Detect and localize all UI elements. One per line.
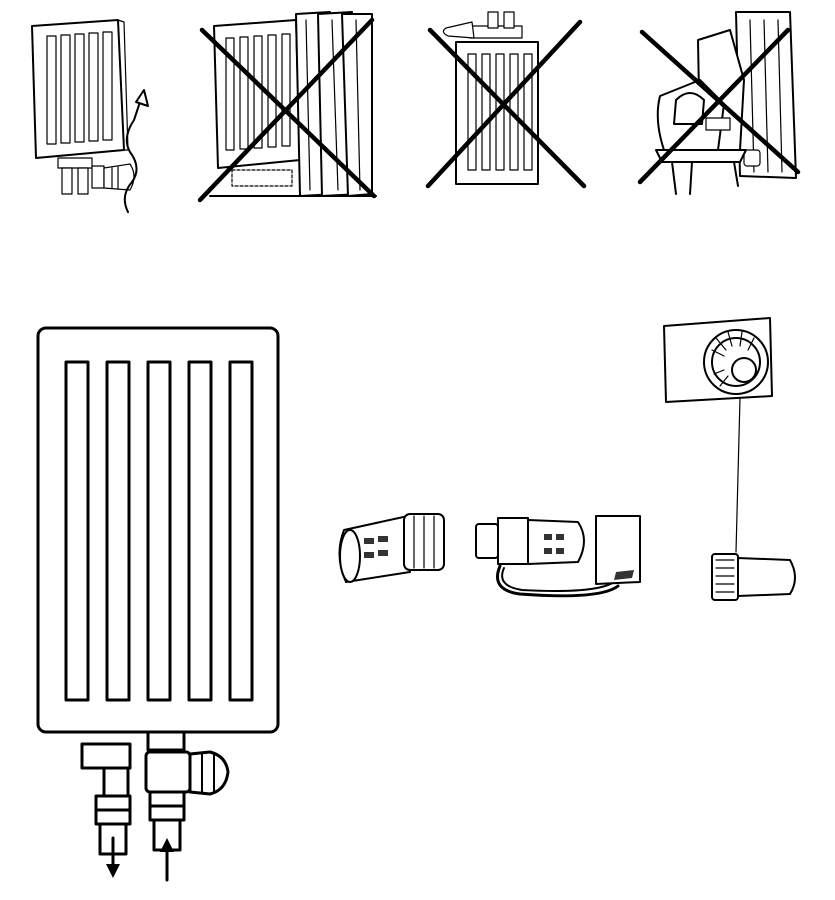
panel-correct-mounting bbox=[31, 19, 149, 213]
flow-arrow-in bbox=[160, 838, 174, 882]
sensor-head-built-in bbox=[338, 513, 445, 583]
panel-behind-curtain bbox=[197, 11, 377, 203]
panel-above-radiator bbox=[425, 11, 587, 189]
warm-air-arrow bbox=[123, 95, 143, 213]
setpoint-dial bbox=[703, 329, 769, 395]
remote-setpoint-adjuster bbox=[663, 317, 796, 601]
cross-mark bbox=[637, 27, 801, 185]
valve-on-top bbox=[442, 11, 523, 39]
valve-with-sensor-head bbox=[57, 157, 135, 195]
valve-actuator bbox=[711, 553, 796, 601]
armchair bbox=[655, 29, 747, 195]
remote-sensor-unit bbox=[595, 515, 641, 585]
cross-mark bbox=[425, 19, 587, 189]
flow-arrow-out bbox=[106, 836, 120, 878]
panel-covered-by-furniture bbox=[637, 11, 801, 195]
curtain bbox=[295, 11, 373, 197]
radiator-small bbox=[31, 19, 129, 159]
radiator-large bbox=[36, 326, 280, 734]
valve-assembly bbox=[80, 730, 230, 856]
cross-mark bbox=[197, 17, 377, 203]
sensor-head-remote bbox=[475, 515, 641, 598]
